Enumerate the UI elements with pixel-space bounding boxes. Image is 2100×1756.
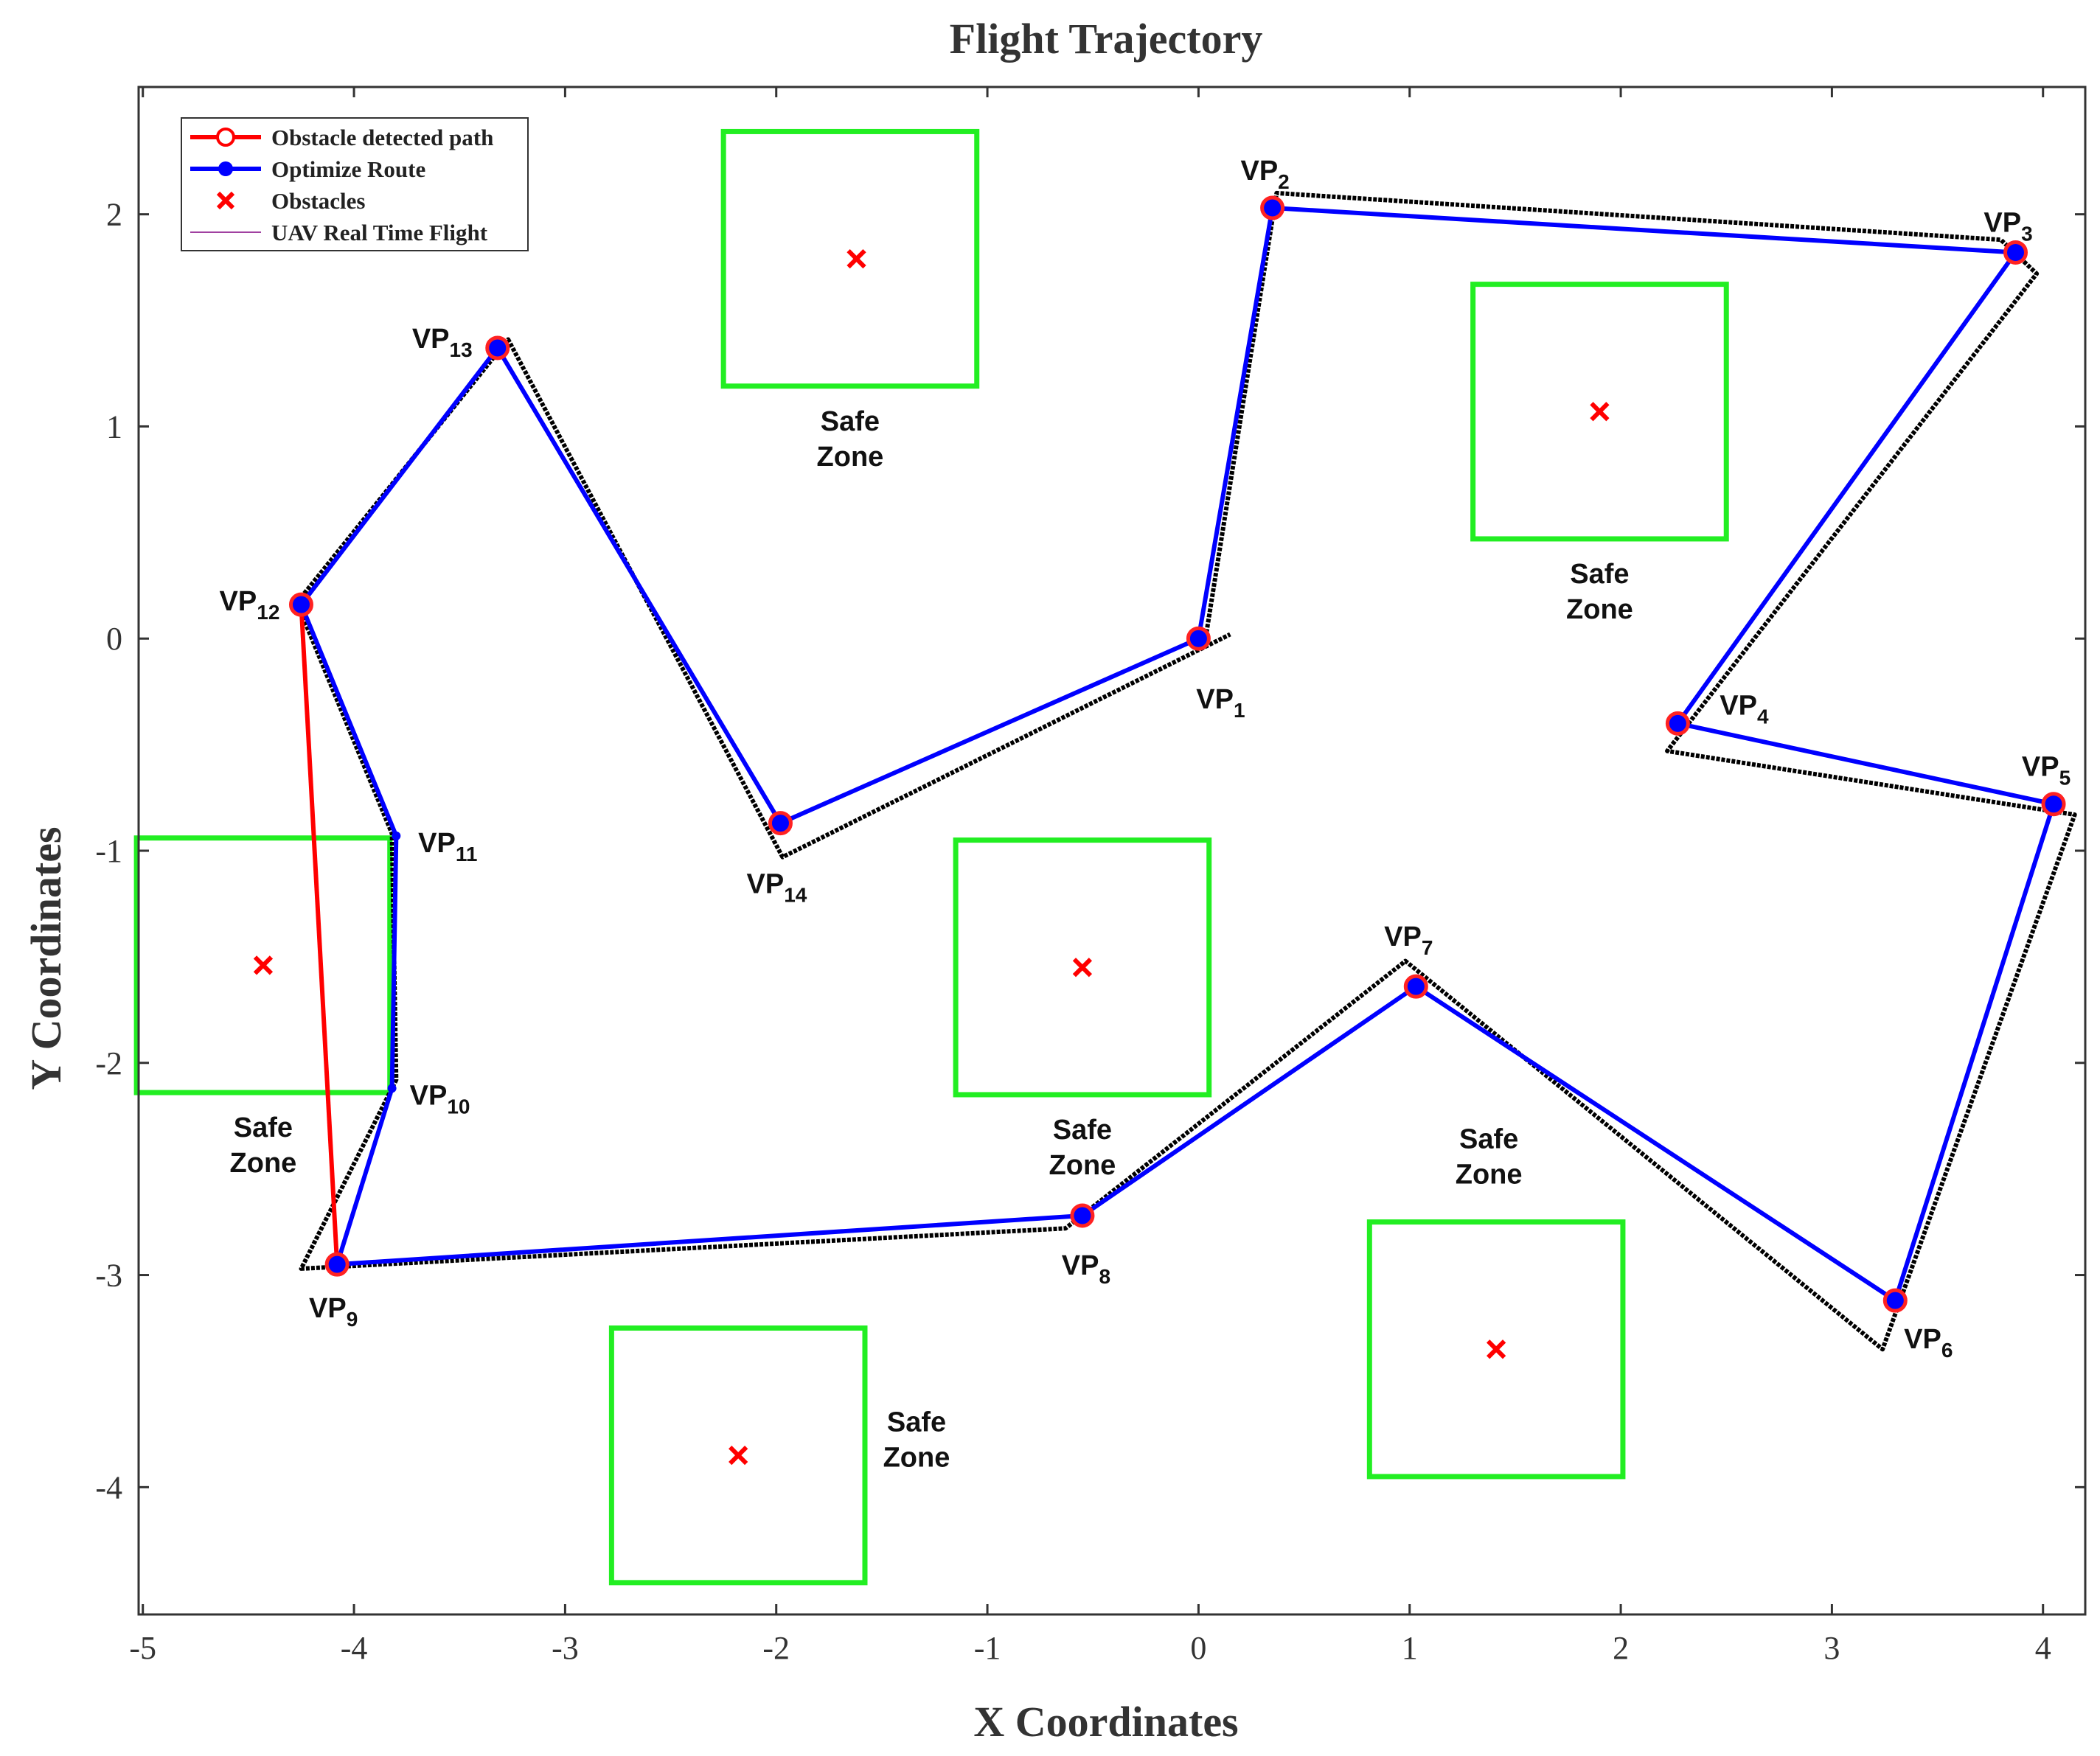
y-axis-label: Y Coordinates: [22, 826, 70, 1090]
safe-zone-box: [720, 128, 980, 389]
obstacle-detected-path-line: [299, 605, 340, 1265]
safe-zone-label: Safe: [1570, 559, 1629, 590]
safe-zone-box: [133, 835, 393, 1095]
waypoint-marker: [324, 1252, 350, 1277]
waypoint-marker: [1260, 195, 1285, 220]
safe-zone-box: [1366, 1219, 1626, 1480]
waypoint-marker: [1070, 1203, 1095, 1228]
x-tick-label: 3: [1823, 1630, 1840, 1666]
obstacle-marker: [1072, 958, 1093, 978]
axes: -5 -4 -3 -2 -1 0 1 2 3 4 -4 -3 -2 -1 0 1 2: [95, 86, 2087, 1666]
waypoint-marker: [1186, 626, 1211, 651]
legend-item: UAV Real Time Flight: [190, 220, 488, 245]
obstacle-marker-stroke: [1487, 1339, 1506, 1359]
legend-item: Obstacles: [216, 188, 365, 214]
waypoints: [288, 195, 2066, 1313]
obstacle-marker: [1590, 402, 1610, 422]
safe-zone-label: Zone: [230, 1148, 297, 1179]
y-tick-label: -1: [95, 833, 122, 869]
legend-x-icon: [216, 191, 235, 210]
obstacle-marker-stroke: [729, 1446, 748, 1466]
x-tick-label: 0: [1190, 1630, 1206, 1666]
safe-zone-box: [953, 837, 1212, 1098]
safe-zones: SafeZoneSafeZoneSafeZoneSafeZoneSafeZone…: [133, 128, 1729, 1586]
legend-box: [181, 117, 529, 251]
x-tick-label: -1: [974, 1630, 1001, 1666]
safe-zone-label: Safe: [887, 1407, 946, 1438]
legend-label: Obstacles: [271, 188, 365, 214]
waypoint-marker: [485, 335, 510, 360]
legend-label: Optimize Route: [271, 156, 425, 182]
x-tick-label: 4: [2035, 1630, 2051, 1666]
waypoint-marker: [1882, 1288, 1908, 1313]
x-axis-label: X Coordinates: [973, 1698, 1238, 1746]
legend-circle-icon: [216, 128, 235, 147]
safe-zone-label: Zone: [883, 1443, 950, 1474]
y-tick-label: 2: [106, 197, 122, 233]
safe-zone-label: Zone: [1566, 594, 1633, 625]
x-tick-label: -4: [341, 1630, 368, 1666]
legend-item: Optimize Route: [190, 156, 425, 182]
safe-zone-label: Safe: [234, 1112, 293, 1143]
obstacle-marker: [1487, 1339, 1506, 1359]
obstacle-marker-stroke: [1590, 402, 1610, 422]
waypoint-marker: [1665, 711, 1690, 736]
waypoint-marker: [1403, 974, 1428, 999]
safe-zone-label: Safe: [1053, 1115, 1112, 1146]
x-tick-label: 1: [1402, 1630, 1418, 1666]
y-tick-label: 0: [106, 621, 122, 657]
waypoint-marker: [768, 811, 793, 836]
legend-item: Obstacle detected path: [190, 125, 493, 150]
safe-zone-box: [608, 1325, 868, 1586]
y-tick-label: -3: [95, 1258, 122, 1294]
obstacle-marker: [729, 1446, 748, 1466]
safe-zone-label: Safe: [1459, 1124, 1518, 1155]
waypoint-marker: [387, 1084, 397, 1093]
chart-title: Flight Trajectory: [950, 15, 1263, 63]
waypoint-marker: [288, 592, 313, 617]
x-tick-label: -2: [762, 1630, 790, 1666]
obstacle-marker: [253, 955, 274, 975]
waypoint-marker: [2041, 792, 2066, 817]
safe-zone-label: Zone: [1456, 1160, 1523, 1191]
legend-asterisk-icon: [218, 161, 233, 176]
obstacle-marker-stroke: [1072, 958, 1093, 978]
safe-zone-label: Zone: [817, 442, 884, 473]
legend-label: Obstacle detected path: [271, 125, 493, 150]
waypoint-marker: [392, 831, 401, 840]
safe-zone-label: Safe: [821, 406, 880, 437]
obstacle-marker-stroke: [253, 955, 274, 975]
y-tick-label: -4: [95, 1469, 122, 1505]
x-tick-label: -5: [129, 1630, 156, 1666]
y-tick-label: 1: [106, 408, 122, 445]
x-tick-label: 2: [1613, 1630, 1629, 1666]
x-tick-label: -3: [552, 1630, 579, 1666]
y-tick-label: -2: [95, 1045, 122, 1081]
waypoint-marker: [2003, 240, 2028, 265]
safe-zone-label: Zone: [1049, 1150, 1116, 1181]
legend-label: UAV Real Time Flight: [271, 220, 488, 245]
obstacle-marker-stroke: [846, 248, 866, 269]
obstacle-marker: [846, 248, 866, 269]
safe-zone-box: [1470, 282, 1729, 542]
